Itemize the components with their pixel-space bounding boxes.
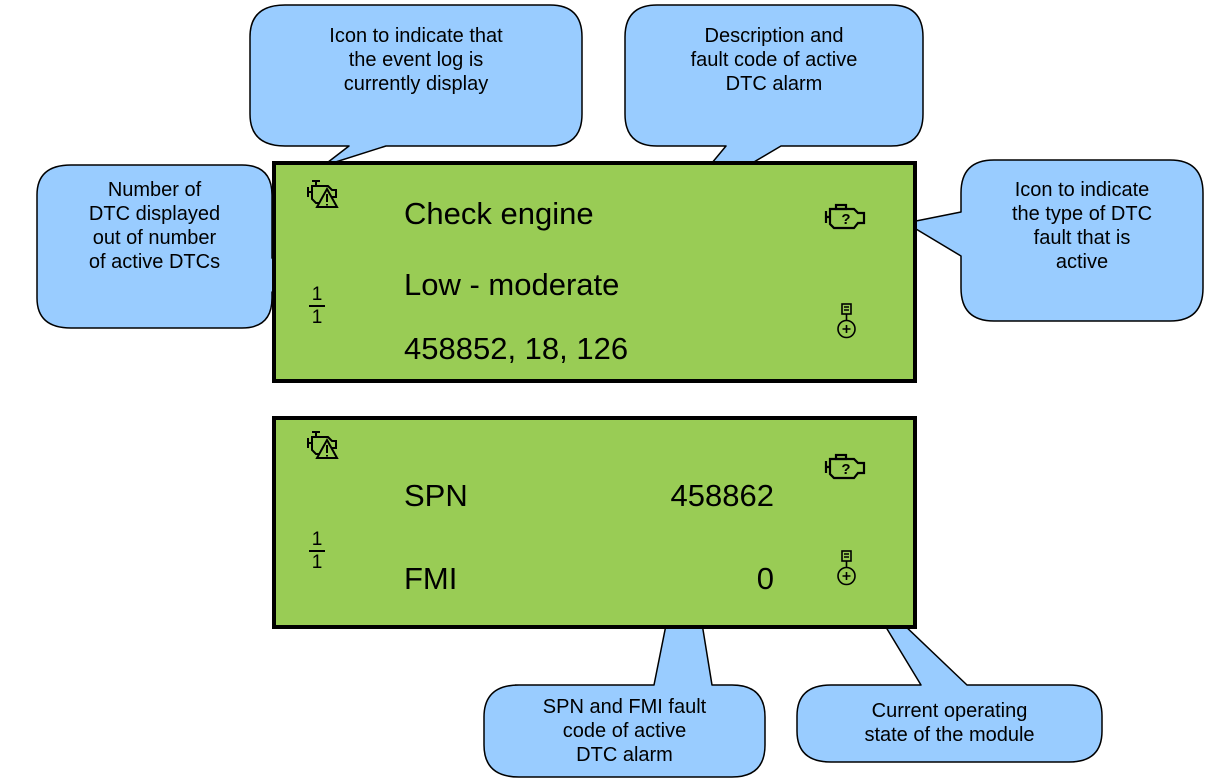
lcd-panel-spn-fmi: ? SPN 458862 FMI 0 1 1 xyxy=(272,416,917,629)
dtc-counter: 1 1 xyxy=(309,530,325,572)
lcd-panel-dtc-alarm: Check engine Low - moderate 458852, 18, … xyxy=(272,161,917,383)
engine-warning-icon xyxy=(307,431,339,459)
callout-event-log-text: Icon to indicate that the event log is c… xyxy=(329,25,503,95)
engine-question-icon: ? xyxy=(824,203,866,230)
module-state-icon xyxy=(837,303,856,339)
dtc-description: Check engine xyxy=(404,196,594,231)
callout-fault-type-text: Icon to indicate the type of DTC fault t… xyxy=(1011,179,1153,273)
callout-operating-state-bubble xyxy=(796,580,1103,763)
callout-event-log-bubble xyxy=(249,4,583,167)
dtc-counter-total: 1 xyxy=(311,307,323,328)
engine-question-icon: ? xyxy=(824,453,866,480)
spn-value: 458862 xyxy=(670,478,774,513)
dtc-severity: Low - moderate xyxy=(404,267,620,302)
callout-dtc-count-bubble xyxy=(36,164,309,329)
engine-warning-icon xyxy=(307,180,339,208)
callout-fault-type-bubble xyxy=(905,159,1204,322)
svg-text:?: ? xyxy=(841,211,850,228)
dtc-codes: 458852, 18, 126 xyxy=(404,331,629,366)
dtc-counter-current: 1 xyxy=(309,285,325,307)
fmi-label: FMI xyxy=(404,561,458,596)
module-state-icon xyxy=(837,550,856,586)
callout-description-text: Description and fault code of active DTC… xyxy=(690,25,858,95)
svg-text:?: ? xyxy=(841,461,850,478)
callout-dtc-count-text: Number of DTC displayed out of number of… xyxy=(88,179,221,273)
dtc-counter-total: 1 xyxy=(311,552,323,573)
callout-spn-fmi-text: SPN and FMI fault code of active DTC ala… xyxy=(542,696,707,766)
spn-label: SPN xyxy=(404,478,468,513)
dtc-counter: 1 1 xyxy=(309,285,325,327)
dtc-counter-current: 1 xyxy=(309,530,325,552)
callout-operating-state-text: Current operating state of the module xyxy=(864,700,1035,746)
fmi-value: 0 xyxy=(756,561,774,596)
